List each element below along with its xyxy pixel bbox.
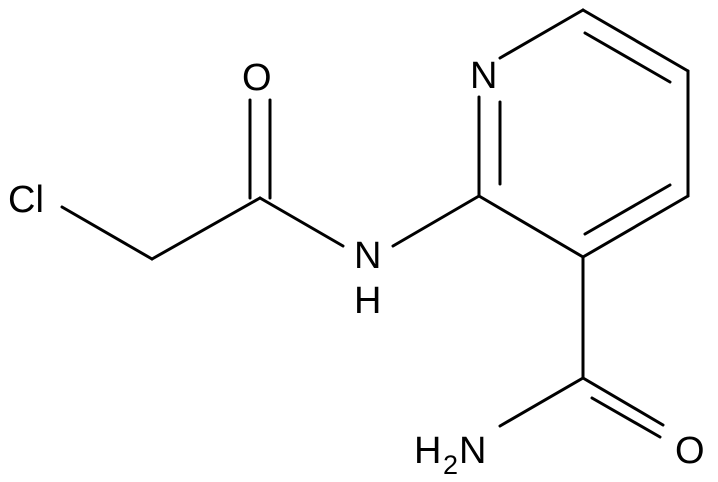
bond-ch2-cl <box>60 205 154 261</box>
atom-cl: Cl <box>8 179 44 221</box>
atom-h2n-subscript: 2 <box>443 450 458 480</box>
bond-n-c6 <box>498 8 585 60</box>
bond-nh-carbonyl <box>258 196 345 248</box>
atom-o-carboxamide: O <box>675 430 705 472</box>
bond-c6-c5-inner <box>583 31 672 84</box>
atom-h2n-h: H <box>414 430 441 472</box>
atom-n-ring: N <box>470 55 497 97</box>
bond-c4-c3 <box>581 194 690 259</box>
bond-amide-c-o-outer <box>581 376 665 427</box>
atom-h-on-n: H <box>354 280 381 322</box>
bond-c3-c2 <box>477 194 585 259</box>
atom-o-amide: O <box>242 57 272 99</box>
bond-amide-c-nh2 <box>498 376 585 428</box>
bond-c6-c5 <box>581 8 690 73</box>
bond-amide-c-o-inner <box>590 396 662 439</box>
atom-h2n-n: N <box>459 430 486 472</box>
atom-n-amide: N <box>354 235 381 277</box>
bond-c2-nh <box>391 194 481 248</box>
bond-carbonyl-ch2 <box>150 196 262 261</box>
bond-c4-c3-inner <box>583 183 672 236</box>
